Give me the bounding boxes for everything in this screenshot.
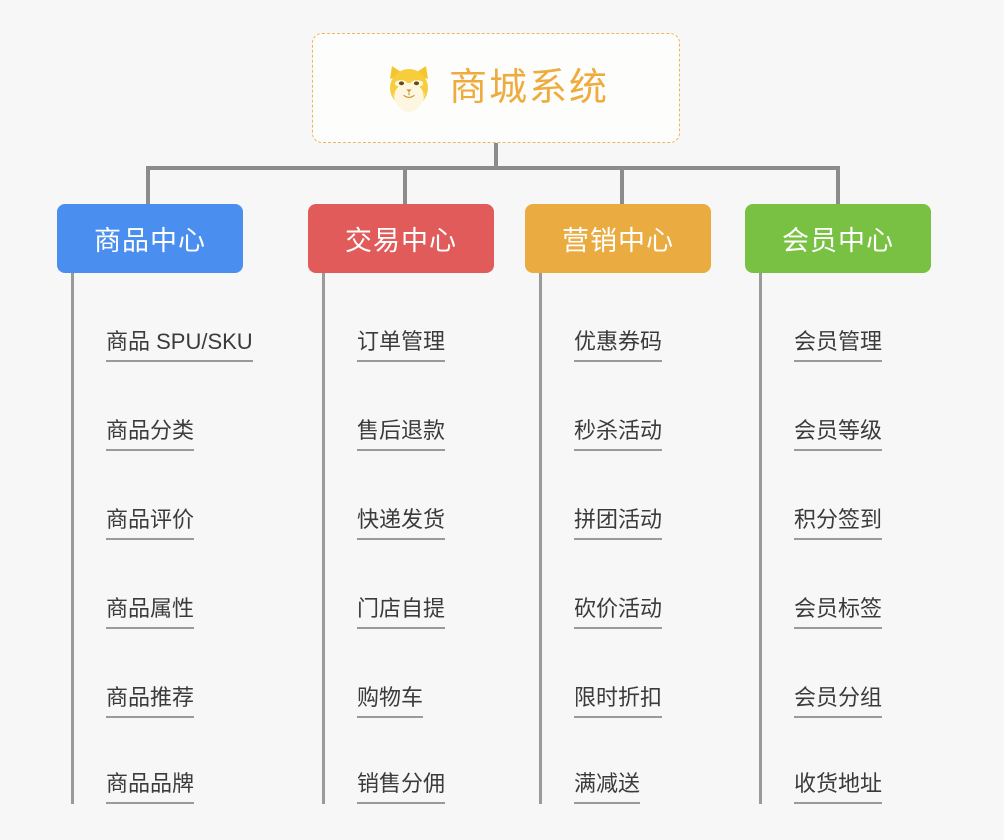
list-item-label: 门店自提 [357, 596, 446, 629]
connector-drop-branch-1 [146, 166, 150, 204]
list-item[interactable]: 秒杀活动 [542, 362, 740, 451]
list-item-label: 拼团活动 [574, 507, 663, 540]
list-item-label: 会员分组 [794, 685, 883, 718]
connector-drop-branch-2 [403, 166, 407, 204]
list-item-label: 商品 SPU/SKU [106, 329, 253, 362]
root-node-mall-system[interactable]: 商城系统 [312, 33, 680, 143]
connector-root-stem [494, 143, 498, 168]
category-label: 商品中心 [94, 226, 206, 256]
list-item-label: 购物车 [357, 685, 424, 718]
list-item[interactable]: 限时折扣 [542, 629, 740, 718]
list-item[interactable]: 会员等级 [762, 362, 960, 451]
category-box-member-center[interactable]: 会员中心 [745, 204, 931, 273]
leaf-list-trade-center: 订单管理 售后退款 快递发货 门店自提 购物车 销售分佣 [322, 273, 528, 804]
list-item-label: 限时折扣 [574, 685, 663, 718]
list-item-label: 秒杀活动 [574, 418, 663, 451]
list-item[interactable]: 商品评价 [74, 451, 305, 540]
branch-column-member-center: 会员中心 会员管理 会员等级 积分签到 会员标签 会员分组 收货地址 [745, 204, 960, 804]
list-item-label: 商品分类 [106, 418, 195, 451]
list-item-label: 会员管理 [794, 329, 883, 362]
list-item[interactable]: 会员分组 [762, 629, 960, 718]
category-label: 交易中心 [345, 226, 457, 256]
list-item[interactable]: 砍价活动 [542, 540, 740, 629]
category-box-marketing-center[interactable]: 营销中心 [525, 204, 711, 273]
list-item[interactable]: 满减送 [542, 718, 740, 804]
category-label: 会员中心 [782, 226, 894, 256]
list-item-label: 售后退款 [357, 418, 446, 451]
list-item[interactable]: 售后退款 [325, 362, 528, 451]
list-item-label: 订单管理 [357, 329, 446, 362]
list-item[interactable]: 商品分类 [74, 362, 305, 451]
leaf-list-marketing-center: 优惠券码 秒杀活动 拼团活动 砍价活动 限时折扣 满减送 [539, 273, 740, 804]
branch-column-trade-center: 交易中心 订单管理 售后退款 快递发货 门店自提 购物车 销售分佣 [308, 204, 528, 804]
list-item[interactable]: 商品 SPU/SKU [74, 273, 305, 362]
list-item-label: 销售分佣 [357, 771, 446, 804]
connector-horizontal-bus [146, 166, 840, 170]
list-item[interactable]: 门店自提 [325, 540, 528, 629]
list-item-label: 积分签到 [794, 507, 883, 540]
list-item[interactable]: 优惠券码 [542, 273, 740, 362]
list-item[interactable]: 订单管理 [325, 273, 528, 362]
list-item-label: 会员标签 [794, 596, 883, 629]
list-item-label: 商品评价 [106, 507, 195, 540]
list-item-label: 商品推荐 [106, 685, 195, 718]
list-item-label: 快递发货 [357, 507, 446, 540]
list-item[interactable]: 商品推荐 [74, 629, 305, 718]
list-item[interactable]: 会员标签 [762, 540, 960, 629]
list-item[interactable]: 商品属性 [74, 540, 305, 629]
list-item-label: 砍价活动 [574, 596, 663, 629]
category-box-trade-center[interactable]: 交易中心 [308, 204, 494, 273]
list-item[interactable]: 销售分佣 [325, 718, 528, 804]
list-item-label: 会员等级 [794, 418, 883, 451]
root-node-label: 商城系统 [448, 67, 609, 109]
list-item[interactable]: 积分签到 [762, 451, 960, 540]
leaf-list-member-center: 会员管理 会员等级 积分签到 会员标签 会员分组 收货地址 [759, 273, 960, 804]
connector-drop-branch-4 [836, 166, 840, 204]
list-item[interactable]: 会员管理 [762, 273, 960, 362]
list-item[interactable]: 收货地址 [762, 718, 960, 804]
list-item[interactable]: 购物车 [325, 629, 528, 718]
list-item-label: 商品品牌 [106, 771, 195, 804]
list-item-label: 商品属性 [106, 596, 195, 629]
leaf-list-product-center: 商品 SPU/SKU 商品分类 商品评价 商品属性 商品推荐 商品品牌 [71, 273, 305, 804]
branch-column-product-center: 商品中心 商品 SPU/SKU 商品分类 商品评价 商品属性 商品推荐 商品品牌 [57, 204, 305, 804]
category-label: 营销中心 [562, 226, 674, 256]
list-item[interactable]: 商品品牌 [74, 718, 305, 804]
branch-column-marketing-center: 营销中心 优惠券码 秒杀活动 拼团活动 砍价活动 限时折扣 满减送 [525, 204, 740, 804]
list-item[interactable]: 拼团活动 [542, 451, 740, 540]
list-item-label: 满减送 [574, 771, 641, 804]
connector-drop-branch-3 [620, 166, 624, 204]
list-item[interactable]: 快递发货 [325, 451, 528, 540]
category-box-product-center[interactable]: 商品中心 [57, 204, 243, 273]
list-item-label: 优惠券码 [574, 329, 663, 362]
shiba-dog-icon [383, 62, 435, 114]
list-item-label: 收货地址 [794, 771, 883, 804]
